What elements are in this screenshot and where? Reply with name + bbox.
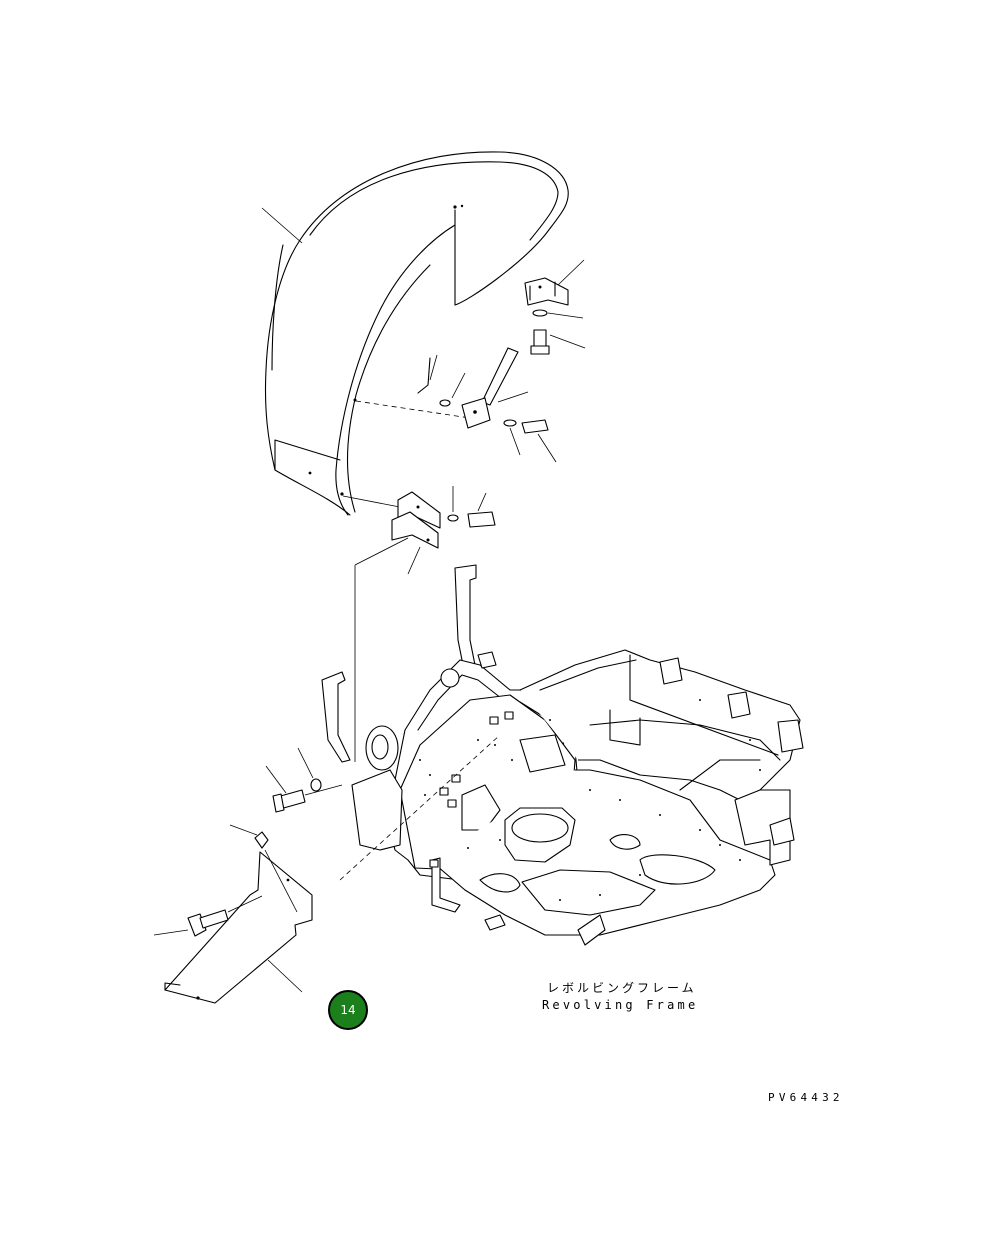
lower-cover <box>153 849 313 1004</box>
left-fasteners <box>229 747 343 849</box>
frame-label-english: Revolving Frame <box>542 998 699 1012</box>
drawing-id: PV64432 <box>768 1091 844 1104</box>
stay-arm <box>417 347 557 463</box>
page-number-badge[interactable]: 14 <box>328 990 368 1030</box>
hinge-brackets <box>354 486 496 762</box>
cover-panel <box>261 151 569 516</box>
upper-bracket <box>524 259 586 355</box>
frame-label-japanese: レボルビングフレーム <box>547 981 697 995</box>
page-number-badge-label: 14 <box>340 1003 356 1017</box>
revolving-frame <box>321 564 804 946</box>
